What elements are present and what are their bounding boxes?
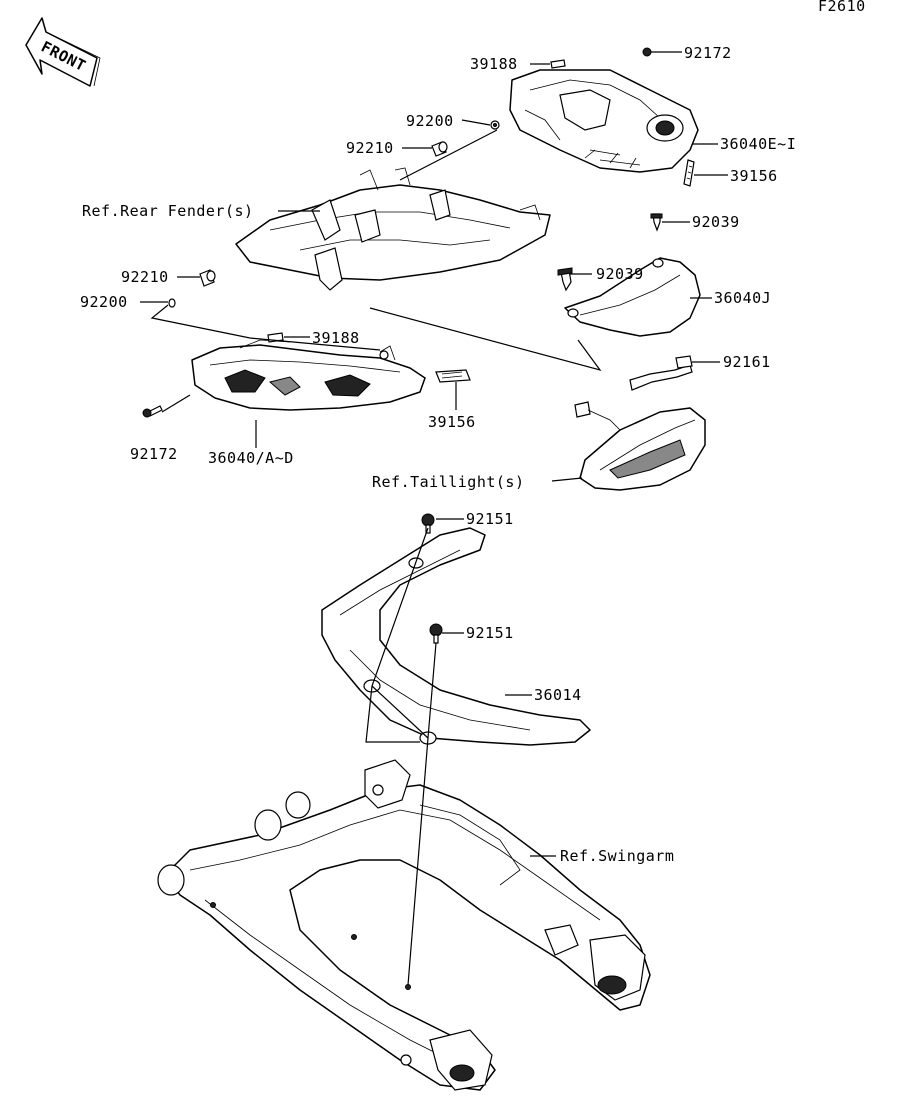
cover-36040J-drawing (564, 257, 701, 337)
part-39156-right-icon (683, 159, 695, 187)
label-39188-top: 39188 (470, 55, 518, 73)
part-39156-mid-icon (435, 369, 471, 383)
chain-guard-36014-drawing (321, 527, 591, 746)
part-92172-top-icon (642, 47, 652, 57)
part-92151-a-icon (421, 513, 435, 534)
label-92200-left: 92200 (80, 293, 128, 311)
part-92151-b-icon (429, 623, 443, 644)
label-92172-top: 92172 (684, 44, 732, 62)
part-92172-left-icon (142, 405, 163, 418)
label-92210-top: 92210 (346, 139, 394, 157)
label-39156-mid: 39156 (428, 413, 476, 431)
label-ref-swingarm: Ref.Swingarm (560, 847, 674, 865)
label-92039-b: 92039 (596, 265, 644, 283)
label-36040AD: 36040/A~D (208, 449, 294, 467)
figure-code: F2610 (818, 0, 866, 15)
label-92151-a: 92151 (466, 510, 514, 528)
label-36040E: 36040E~I (720, 135, 796, 153)
part-92161-icon (629, 355, 693, 391)
rear-fender-drawing (235, 167, 551, 291)
part-92210-left-icon (199, 269, 216, 287)
part-92210-top-icon (431, 141, 448, 157)
label-92200-top: 92200 (406, 112, 454, 130)
label-92039-a: 92039 (692, 213, 740, 231)
front-direction-arrow-icon: FRONT (25, 17, 101, 87)
label-36014: 36014 (534, 686, 582, 704)
part-92039-b-icon (557, 267, 573, 292)
part-92200-left-icon (168, 298, 176, 308)
part-92039-a-icon (650, 213, 663, 232)
swingarm-drawing (157, 759, 651, 1091)
taillight-drawing (574, 401, 706, 491)
label-92151-b: 92151 (466, 624, 514, 642)
part-39188-top-icon (550, 59, 566, 69)
label-39156-right: 39156 (730, 167, 778, 185)
label-92172-left: 92172 (130, 445, 178, 463)
part-92200-top-icon (490, 120, 500, 130)
cover-36040E-drawing (509, 69, 699, 173)
label-92161: 92161 (723, 353, 771, 371)
cover-36040AD-drawing (191, 339, 426, 411)
label-ref-taillight: Ref.Taillight(s) (372, 473, 525, 491)
label-36040J: 36040J (714, 289, 771, 307)
label-ref-rear-fender: Ref.Rear Fender(s) (82, 202, 254, 220)
leader-lines (140, 51, 728, 986)
label-92210-left: 92210 (121, 268, 169, 286)
label-39188-mid: 39188 (312, 329, 360, 347)
